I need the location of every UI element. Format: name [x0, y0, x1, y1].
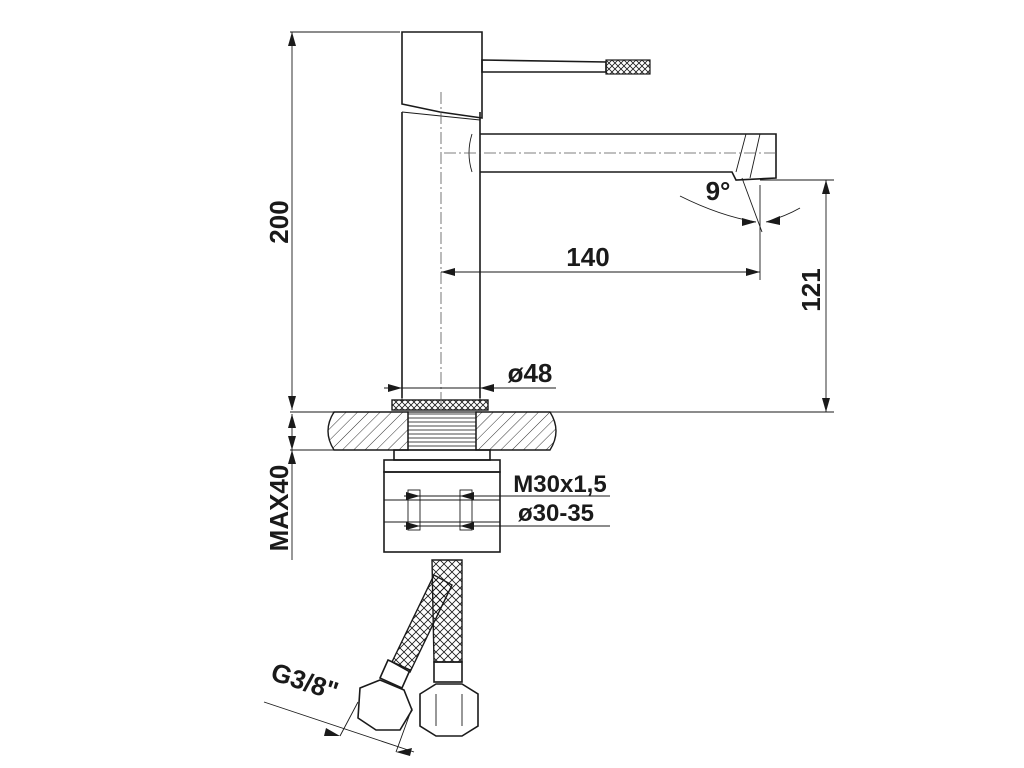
- threaded-shank: [407, 411, 477, 451]
- hex-nut-right: [419, 683, 479, 737]
- label-g38: G3/8": [267, 657, 342, 707]
- label-thread: M30x1,5: [513, 471, 606, 498]
- handle-lever: [481, 59, 607, 73]
- label-200: 200: [264, 200, 294, 243]
- spout: [480, 133, 777, 181]
- hose-left: [391, 574, 453, 673]
- label-121: 121: [796, 268, 826, 311]
- label-max40: MAX40: [264, 465, 294, 552]
- dim-thread: M30x1,5: [404, 471, 610, 500]
- label-9deg: 9°: [706, 176, 731, 206]
- lever-tip: [605, 59, 651, 75]
- mounting-nut: [383, 449, 501, 553]
- dim-hole: ø30-35: [404, 500, 610, 530]
- body-column: [401, 112, 481, 398]
- dim-g38: G3/8": [263, 657, 415, 756]
- label-hole: ø30-35: [518, 500, 594, 527]
- dim-140: 140: [441, 185, 761, 280]
- dim-angle-9: 9°: [679, 176, 801, 233]
- hex-nut-left: [357, 679, 413, 731]
- dim-121: 121: [490, 179, 834, 413]
- faucet-body: [391, 31, 777, 412]
- dim-diameter-48: ø48: [384, 358, 556, 402]
- supply-hoses: [357, 559, 479, 737]
- dim-200: 200: [264, 31, 400, 410]
- label-d48: ø48: [508, 358, 553, 388]
- label-140: 140: [566, 242, 609, 272]
- counter-section: [290, 411, 560, 451]
- knurled-handle: [401, 31, 483, 119]
- base-collar: [391, 399, 489, 411]
- dim-max40: MAX40: [264, 414, 296, 560]
